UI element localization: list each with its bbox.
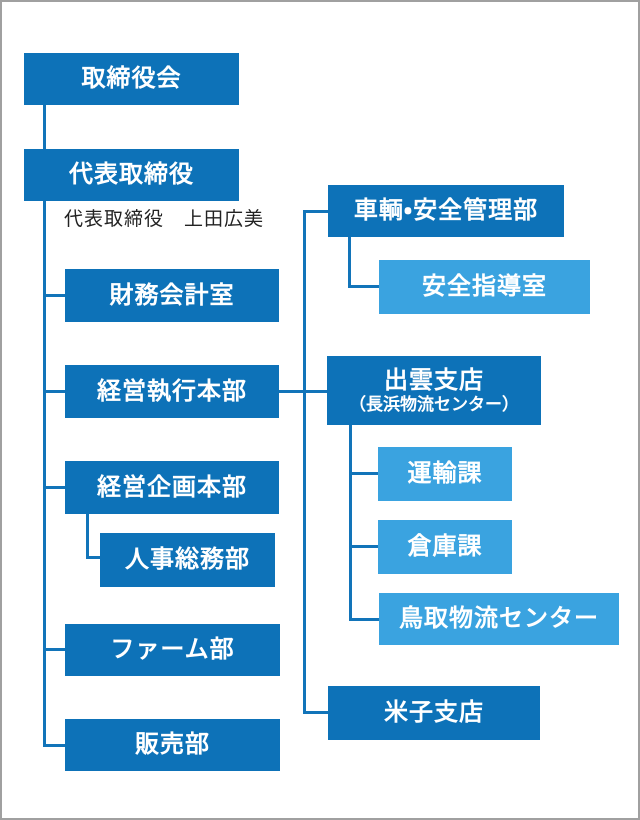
org-node-safety-guidance-office: 安全指導室 [379, 260, 590, 314]
org-node-farm-dept: ファーム部 [65, 624, 280, 676]
representative-director-name-label: 代表取締役 上田広美 [64, 209, 265, 230]
connector-stub-tottori [349, 618, 380, 621]
connector-board-to-director [43, 105, 46, 150]
connector-stub-hr [86, 556, 101, 559]
connector-stub-farm [43, 648, 66, 651]
org-node-transport-section: 運輸課 [378, 447, 512, 501]
connector-right-spine [303, 210, 306, 713]
org-node-representative-director: 代表取締役 [24, 149, 239, 201]
connector-stub-sales [43, 744, 66, 747]
connector-vehicle-to-safety [348, 237, 351, 287]
izumo-branch-label: 出雲支店 [384, 366, 484, 394]
org-node-finance-accounting-office: 財務会計室 [65, 269, 279, 322]
izumo-branch-sublabel: （長浜物流センター） [349, 394, 519, 414]
org-node-board-of-directors: 取締役会 [24, 53, 239, 105]
org-node-management-planning-hq: 経営企画本部 [65, 461, 279, 514]
org-node-warehouse-section: 倉庫課 [378, 520, 512, 574]
org-node-tottori-logistics-center: 鳥取物流センター [379, 593, 619, 645]
connector-stub-execution [43, 390, 66, 393]
connector-planning-to-hr [86, 514, 89, 559]
connector-stub-vehicle-safety [303, 210, 329, 213]
connector-izumo-children-spine [349, 425, 352, 621]
connector-stub-yonago [303, 711, 329, 714]
connector-stub-finance [43, 294, 66, 297]
connector-stub-transport [349, 472, 379, 475]
org-node-izumo-branch: 出雲支店 （長浜物流センター） [327, 356, 541, 425]
connector-stub-warehouse [349, 545, 379, 548]
org-node-yonago-branch: 米子支店 [328, 686, 540, 740]
connector-stub-planning [43, 486, 66, 489]
connector-stub-safety-guidance [348, 285, 380, 288]
connector-main-left-spine [43, 201, 46, 747]
org-node-management-execution-hq: 経営執行本部 [65, 365, 279, 418]
org-node-vehicle-safety-management-dept: 車輌・安全管理部 [328, 185, 564, 237]
org-node-sales-dept: 販売部 [65, 719, 280, 771]
org-node-hr-general-affairs-dept: 人事総務部 [100, 533, 275, 587]
